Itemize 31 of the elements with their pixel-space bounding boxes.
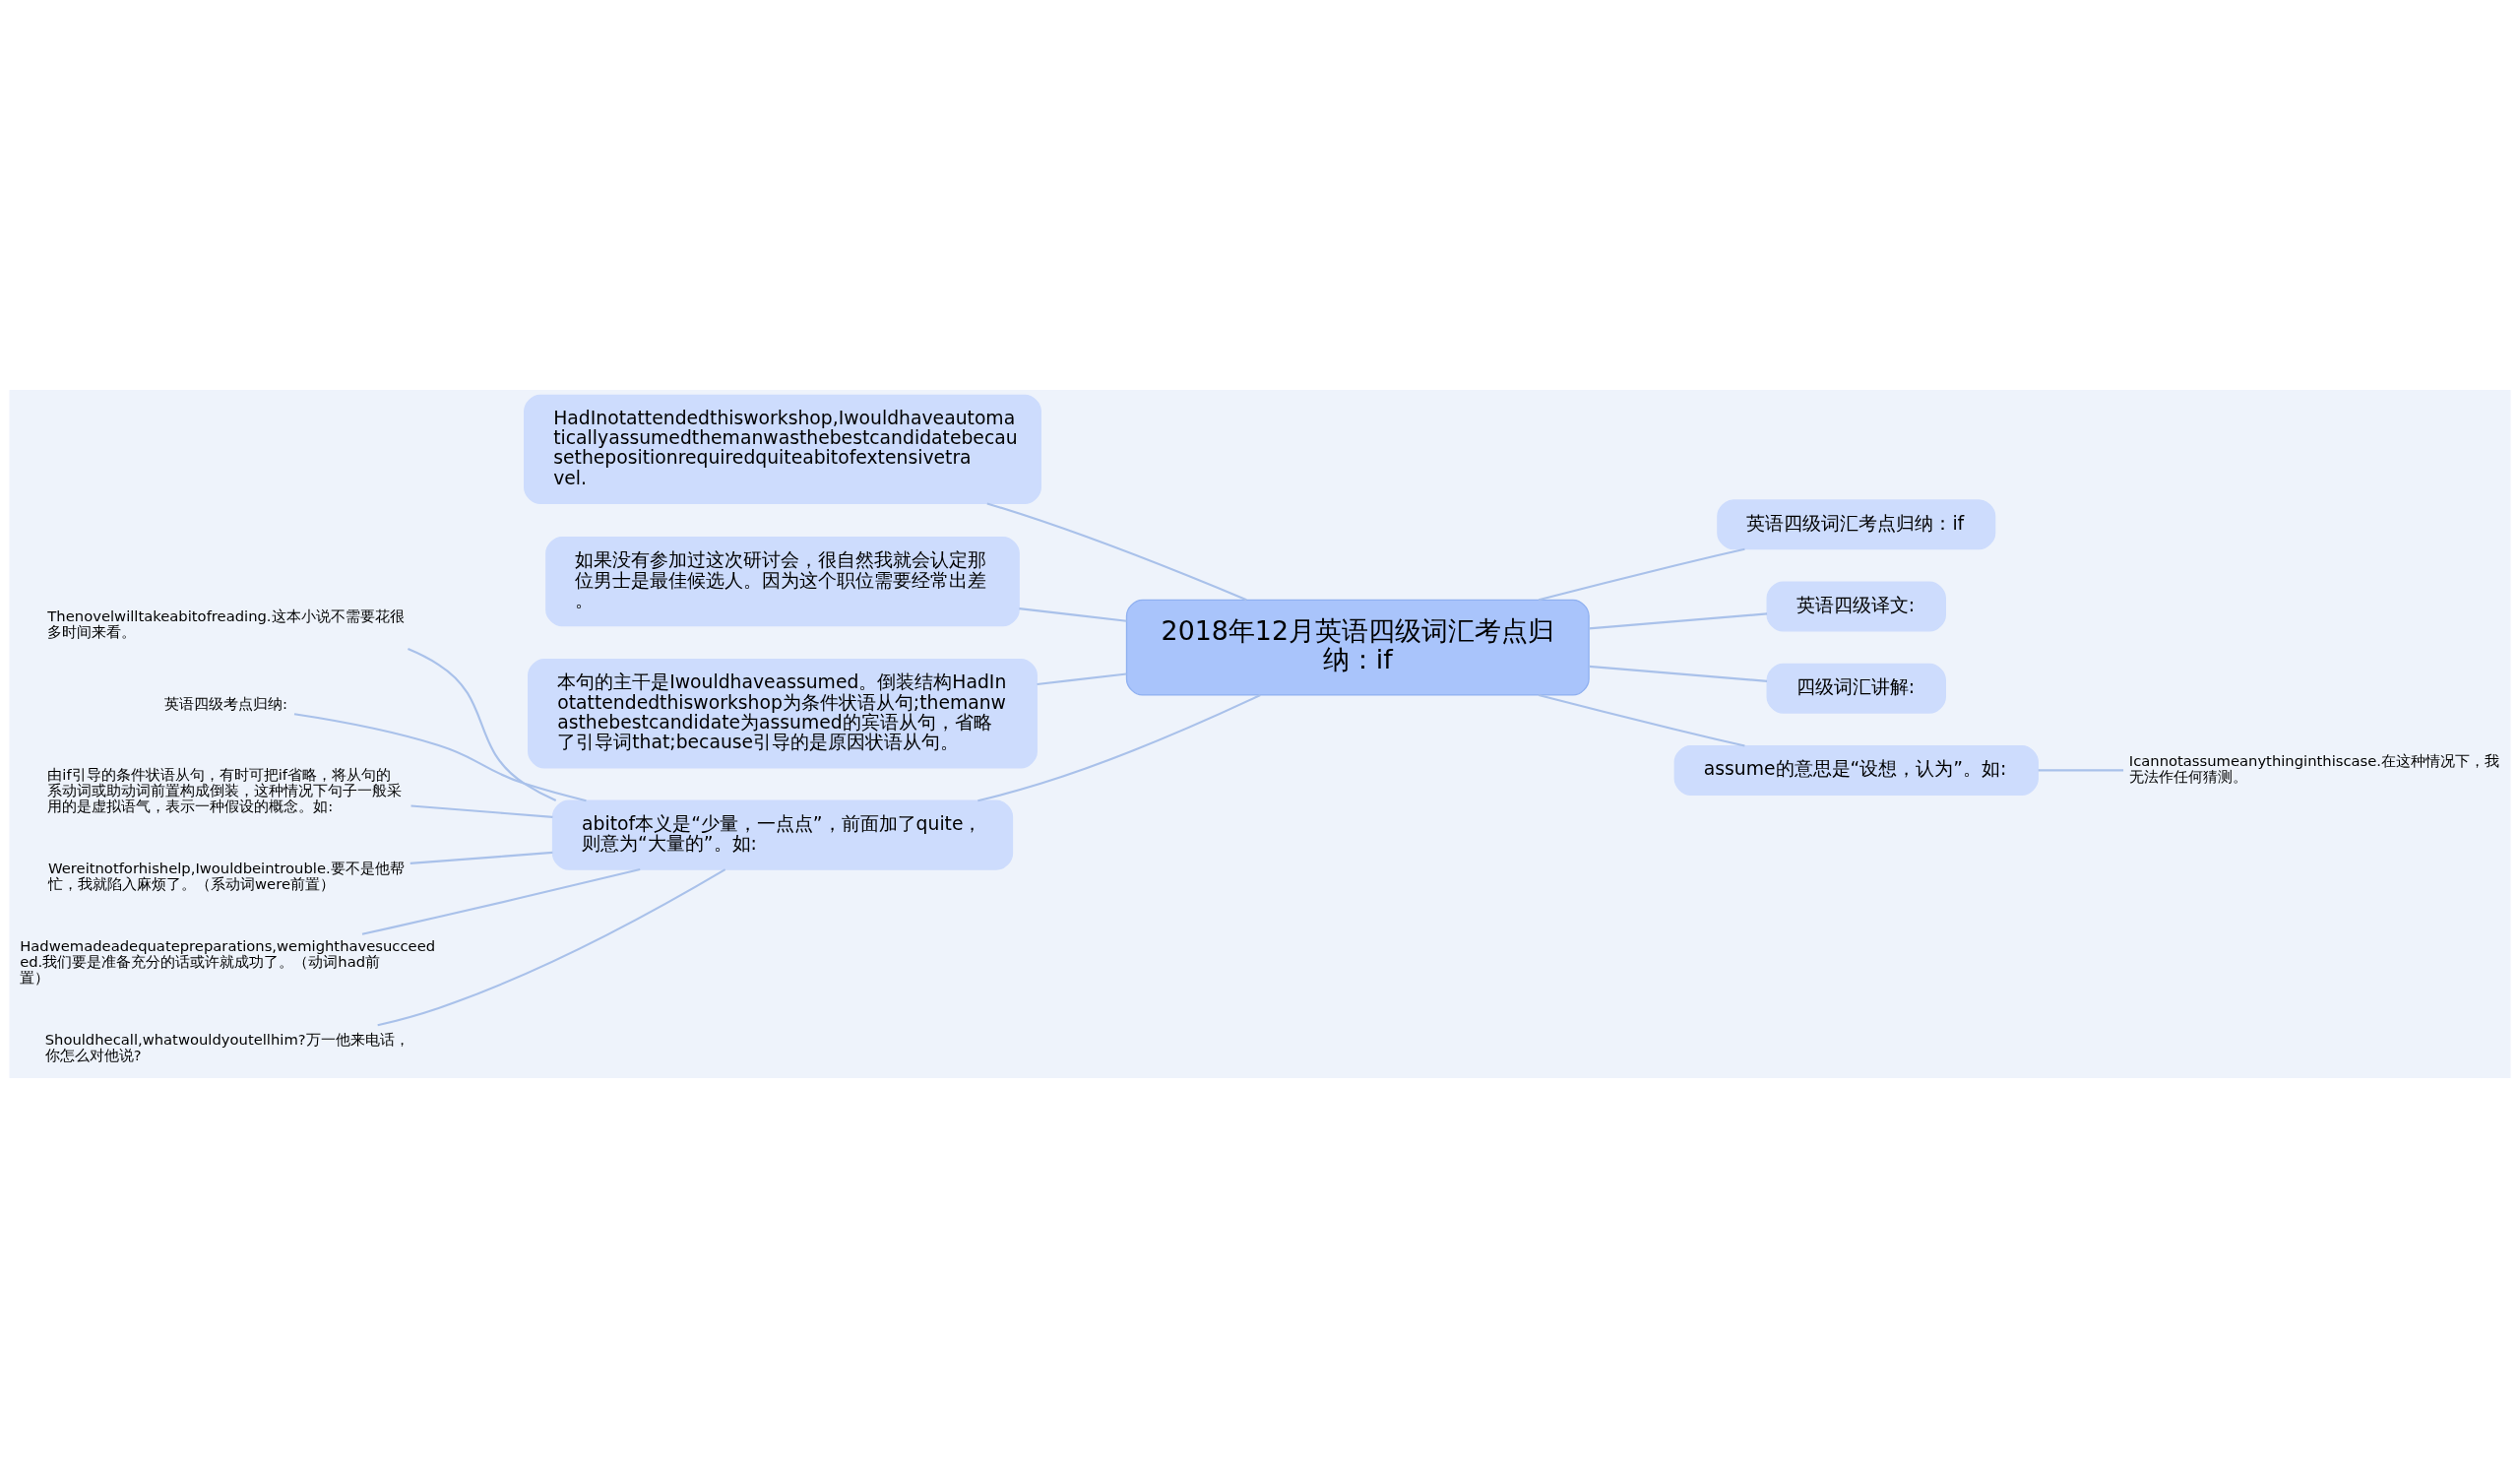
node-box: assume的意思是“设想，认为”。如: [1673,744,2039,796]
node-text: Hadwemadeadequatepreparations,wemighthavesucceeded.我们要是准备充分的话或许就成功了。（动词had前置） [20,936,436,987]
node-text: Thenovelwilltakeabitofreading.这本小说不需要花很多时间来看。 [47,606,405,640]
node-text: 由if引导的条件状语从句，有时可把if省略，将从句的系动词或助动词前置构成倒装，这种情况下句子一般采用的是虚拟语气，表示一种假设的概念。如: [47,765,403,814]
connector [977,694,1261,802]
connector [361,868,641,935]
connector [1589,665,1768,682]
node-text: Shouldhecall,whatwouldyoutellhim?万一他来电话，你怎么对他说? [44,1031,410,1064]
connector [1538,547,1745,602]
node-box: 如果没有参加过这次研讨会，很自然我就会认定那位男士是最佳候选人。因为这个职位需要经常出差。 [545,536,1020,627]
node-box: 英语四级词汇考点归纳：if [1717,499,1996,550]
connector [2038,769,2124,772]
connector [1538,693,1745,747]
connector [293,713,587,802]
node-box: 本句的主干是Iwouldhaveassumed。倒装结构HadInotattendedthisworkshop为条件状语从句;themanwasthebestcandidate为assumed的宾语从句，省略了引导词that;because引导的是原因状语从句。 [528,659,1038,769]
connector [408,648,557,802]
node-box: abitof本义是“少量，一点点”，前面加了quite，则意为“大量的”。如: [551,799,1014,870]
node-box: 2018年12月英语四级词汇考点归纳：if [1125,599,1590,696]
connector [410,804,553,818]
connector [986,502,1247,602]
connector [1589,612,1768,630]
connector [377,868,726,1027]
node-box: HadInotattendedthisworkshop,Iwouldhaveautomaticallyassumedthemanwasthebestcandidatebecausethepositionrequiredquiteabitofextensivetravel. [524,394,1041,505]
node-box: 四级词汇讲解: [1766,663,1946,714]
node-text: Wereitnotforhishelp,Iwouldbeintrouble.要不是他帮忙，我就陷入麻烦了。（系动词were前置） [48,859,405,892]
connector [1037,672,1127,686]
node-box: 英语四级译文: [1766,581,1946,632]
node-text: 英语四级考点归纳: [164,695,288,713]
node-text: Icannotassumeanythinginthiscase.在这种情况下，我无法作任何猜测。 [2128,752,2500,786]
connector [410,851,553,864]
connector [1019,607,1127,622]
